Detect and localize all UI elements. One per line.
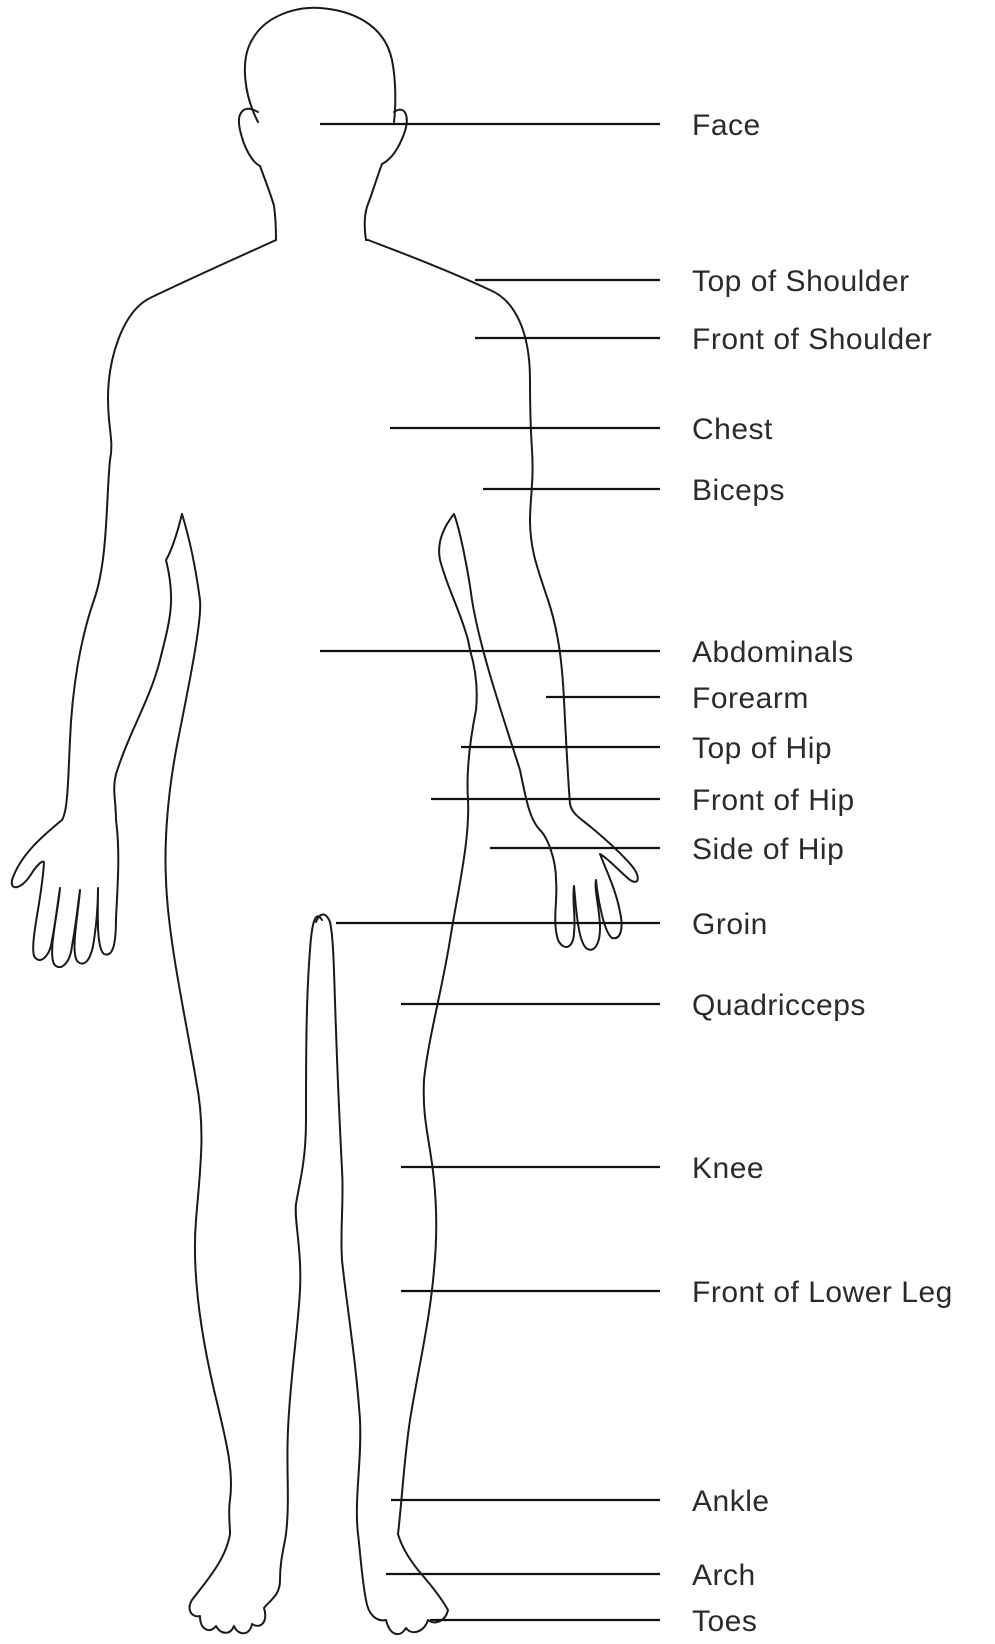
right-torso-inner-outline xyxy=(439,514,621,950)
right-inner-leg-outline xyxy=(330,922,360,1534)
label-knee: Knee xyxy=(692,1152,764,1185)
label-top-of-hip: Top of Hip xyxy=(692,732,832,765)
label-top-of-shoulder: Top of Shoulder xyxy=(692,265,910,298)
label-side-of-hip: Side of Hip xyxy=(692,833,844,866)
right-jaw-neck-outline xyxy=(365,164,382,240)
leader-lines xyxy=(320,124,660,1620)
label-forearm: Forearm xyxy=(692,682,809,715)
label-front-of-lower-leg: Front of Lower Leg xyxy=(692,1276,953,1309)
label-abdominals: Abdominals xyxy=(692,636,854,669)
label-front-of-shoulder: Front of Shoulder xyxy=(692,323,932,356)
left-inner-leg-outline xyxy=(286,916,322,1534)
left-jaw-neck-outline xyxy=(260,166,276,240)
label-quadricceps: Quadricceps xyxy=(692,989,866,1022)
human-figure-outline xyxy=(12,8,638,1634)
left-arm-outer-outline xyxy=(12,240,276,967)
label-arch: Arch xyxy=(692,1559,756,1592)
label-groin: Groin xyxy=(692,908,768,941)
label-face: Face xyxy=(692,109,761,142)
right-arm-outer-outline xyxy=(368,240,638,912)
left-foot-outline xyxy=(190,1534,286,1633)
head-outline xyxy=(245,8,395,122)
label-biceps: Biceps xyxy=(692,474,785,507)
label-toes: Toes xyxy=(692,1605,757,1638)
label-chest: Chest xyxy=(692,413,773,446)
label-ankle: Ankle xyxy=(692,1485,770,1518)
left-torso-inner-outline xyxy=(166,514,232,1534)
right-outer-leg-outline xyxy=(398,640,477,1534)
label-front-of-hip: Front of Hip xyxy=(692,784,855,817)
